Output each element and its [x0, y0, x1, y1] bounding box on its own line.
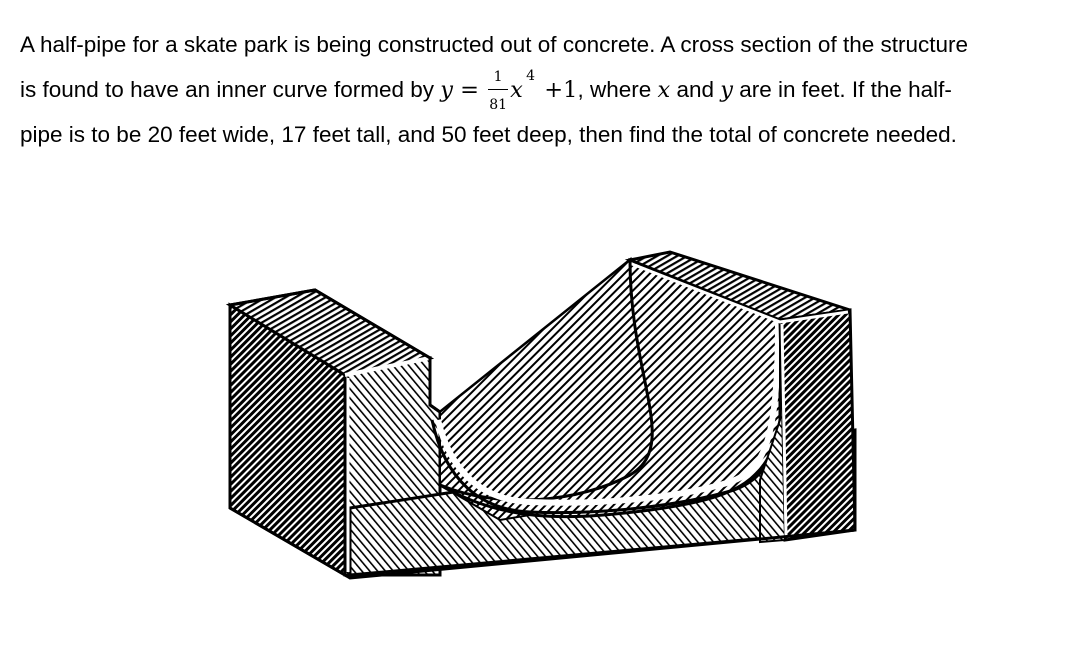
problem-line-3: pipe is to be 20 feet wide, 17 feet tall…	[20, 122, 957, 147]
curve-highlight-line	[435, 319, 781, 506]
equation-y: y	[440, 77, 453, 103]
equation-exponent: 4	[526, 68, 536, 84]
line-2-where: , where	[577, 77, 658, 102]
line-2-and: and	[670, 77, 721, 102]
half-pipe-figure	[200, 230, 880, 600]
half-pipe-illustration	[225, 250, 857, 600]
line-2-suffix: are in feet. If the half-	[733, 77, 952, 102]
base-outline	[229, 506, 856, 580]
problem-line-2: is found to have an inner curve formed b…	[20, 67, 1075, 112]
problem-text: A half-pipe for a skate park is being co…	[20, 22, 1075, 157]
variable-y: y	[720, 77, 733, 103]
equation-fraction: 1 81	[487, 70, 509, 112]
fraction-denominator: 81	[489, 97, 508, 114]
variable-x: x	[657, 77, 671, 103]
fraction-bar	[488, 89, 509, 91]
equation-plus-one: +1	[537, 77, 578, 103]
fraction-numerator: 1	[493, 69, 503, 86]
right-front-edge-highlight	[780, 323, 788, 537]
bottom-front-face	[350, 596, 855, 600]
equation-x: x	[510, 77, 523, 103]
right-top-edge-highlight	[631, 262, 849, 324]
problem-line-1: A half-pipe for a skate park is being co…	[20, 32, 969, 57]
left-top-edge-highlight	[344, 356, 431, 377]
line-2-prefix: is found to have an inner curve formed b…	[20, 77, 441, 102]
right-block-side-face	[778, 308, 857, 542]
equation-equals: =	[452, 77, 487, 103]
outer-outline	[229, 288, 441, 414]
